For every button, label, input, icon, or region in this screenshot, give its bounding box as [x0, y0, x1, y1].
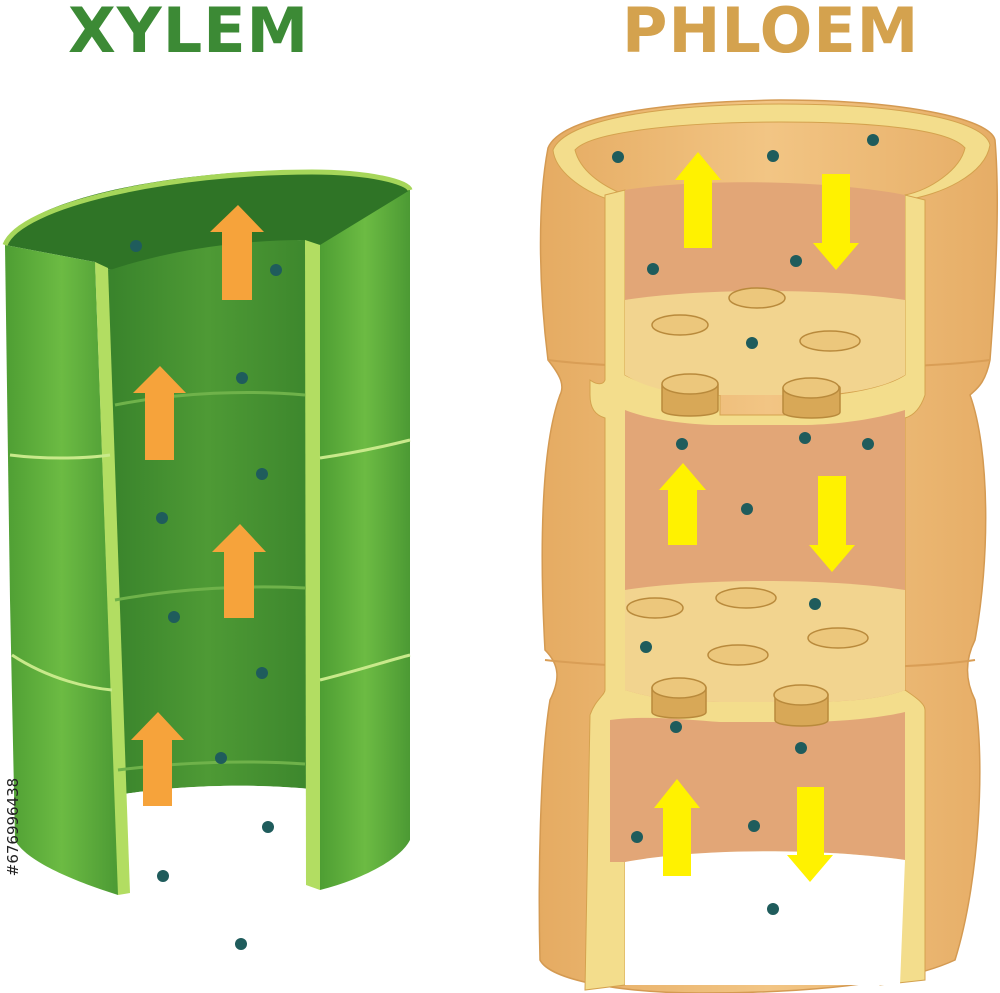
- sieve-connectors: [651, 373, 841, 727]
- down-arrow-icon: [809, 476, 855, 572]
- image-id-label: #676996438: [4, 777, 23, 877]
- xylem-flow-arrows: [131, 205, 266, 806]
- down-arrow-icon: [787, 787, 833, 882]
- up-arrow-icon: [210, 205, 264, 300]
- xylem-vessel: [2, 169, 413, 895]
- up-arrow-icon: [131, 712, 184, 806]
- up-arrow-icon: [133, 366, 186, 460]
- xylem-particles: [130, 240, 282, 950]
- phloem-top-rim: [552, 103, 991, 201]
- up-arrow-icon: [654, 779, 700, 876]
- phloem-title: PHLOEM: [622, 0, 920, 67]
- sieve-plate-2: [625, 581, 905, 702]
- up-arrow-icon: [212, 524, 266, 618]
- phloem-tube: [538, 99, 999, 993]
- phloem-particles: [612, 134, 879, 915]
- xylem-left-wall: [5, 245, 118, 895]
- phloem-flow-arrows: [654, 152, 859, 882]
- up-arrow-icon: [675, 152, 721, 248]
- up-arrow-icon: [659, 463, 706, 545]
- xylem-right-wall: [320, 190, 410, 890]
- phloem-cell-3: [610, 712, 905, 862]
- xylem-inner-wall: [95, 240, 320, 795]
- sieve-pores: [626, 287, 869, 666]
- down-arrow-icon: [813, 174, 859, 270]
- xylem-title: XYLEM: [68, 0, 310, 67]
